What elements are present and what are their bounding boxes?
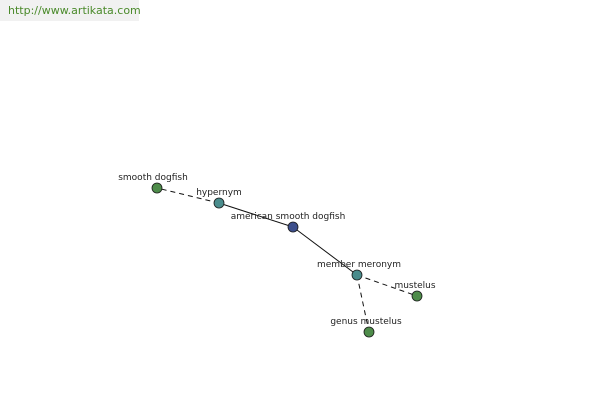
- edge-member-meronym-to-mustelus: [356, 274, 418, 297]
- node-label-genus-mustelus: genus mustelus: [330, 317, 402, 327]
- edge-american-smooth-dogfish-to-hypernym: [218, 202, 294, 228]
- node-smooth-dogfish[interactable]: [151, 182, 163, 194]
- node-mustelus[interactable]: [411, 290, 423, 302]
- edge-american-smooth-dogfish-to-member-meronym: [292, 226, 358, 276]
- url-link[interactable]: http://www.artikata.com: [8, 4, 141, 17]
- labels-layer: american smooth dogfish hypernym smooth do…: [118, 173, 436, 327]
- node-label-mustelus: mustelus: [394, 281, 435, 291]
- node-label-member-meronym: member meronym: [317, 260, 401, 270]
- node-genus-mustelus[interactable]: [363, 326, 375, 338]
- url-banner: http://www.artikata.com: [0, 0, 141, 21]
- nodes-layer: [151, 182, 423, 338]
- node-label-smooth-dogfish: smooth dogfish: [118, 173, 188, 183]
- edge-member-meronym-to-genus-mustelus: [356, 274, 370, 333]
- node-label-american-smooth-dogfish: american smooth dogfish: [231, 212, 346, 222]
- edges-layer: [156, 187, 418, 333]
- node-american-smooth-dogfish[interactable]: [287, 221, 299, 233]
- edge-hypernym-to-smooth-dogfish: [156, 187, 220, 204]
- node-label-hypernym: hypernym: [196, 188, 242, 198]
- node-hypernym[interactable]: [213, 197, 225, 209]
- node-member-meronym[interactable]: [351, 269, 363, 281]
